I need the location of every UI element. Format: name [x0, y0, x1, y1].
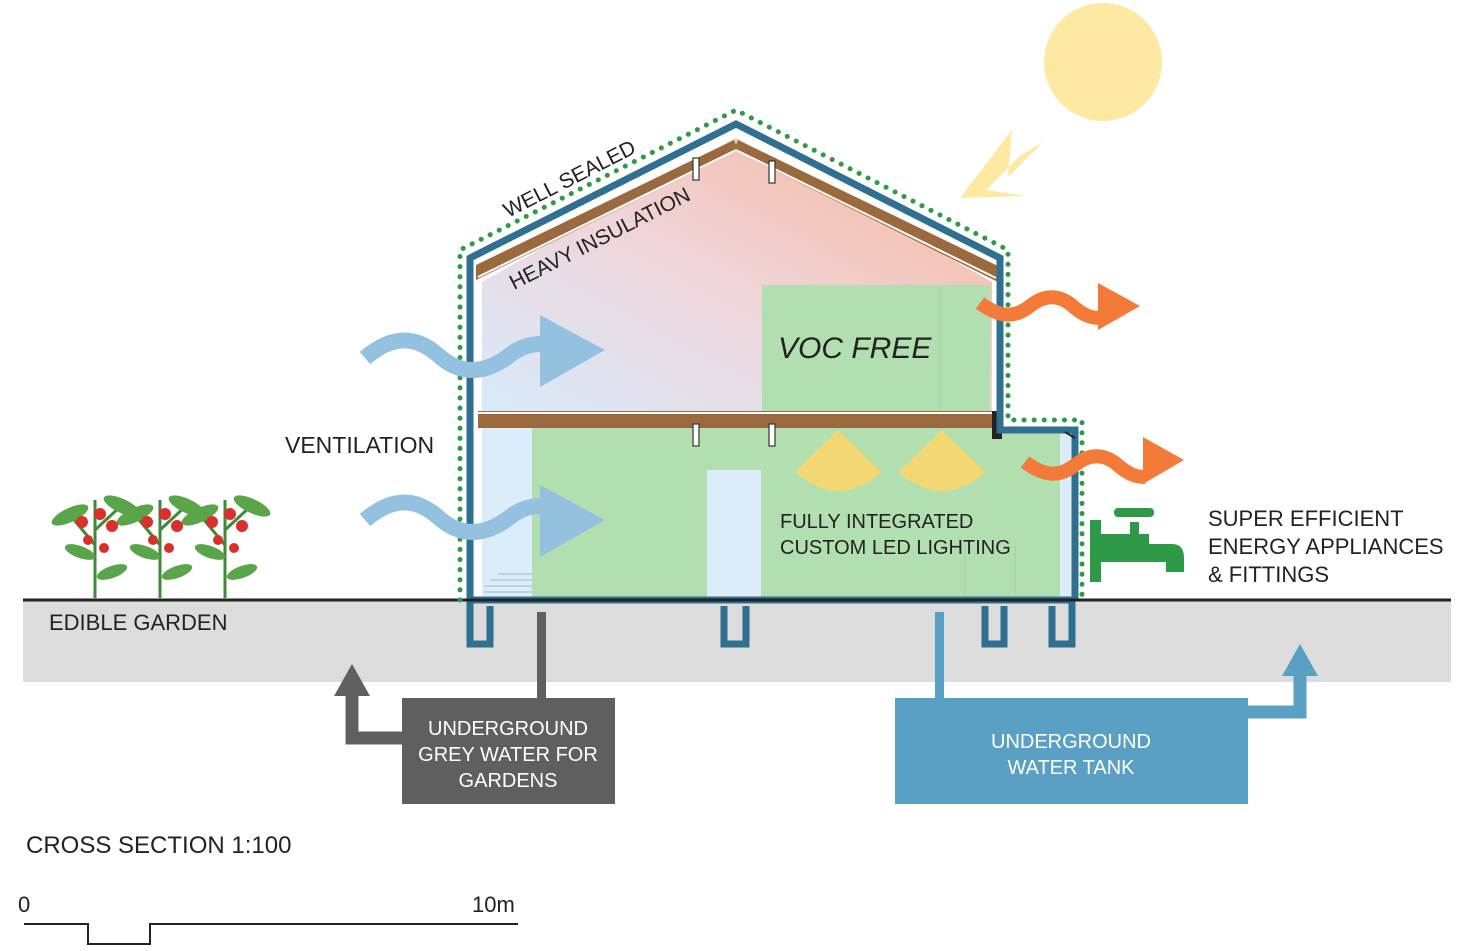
stairs — [484, 573, 532, 593]
voc-free-room — [762, 285, 990, 411]
led-light-cone-left — [795, 430, 882, 491]
ventilation-label: VENTILATION — [285, 432, 434, 458]
sunlight-arrow — [960, 130, 1043, 198]
scale-end-label: 10m — [472, 892, 515, 917]
voc-free-label: VOC FREE — [778, 332, 932, 365]
sun-icon — [1044, 3, 1162, 121]
led-light-cone-right — [898, 430, 986, 491]
water-tank-pipe — [935, 612, 944, 702]
heat-out-arrow-lower — [1020, 437, 1184, 484]
heat-out-arrow-upper — [975, 283, 1140, 330]
ceiling-hangers — [692, 157, 776, 447]
tomato-plant-icon — [51, 495, 271, 598]
grey-water-pipe — [537, 612, 546, 702]
building-structure — [466, 120, 1079, 600]
scale-start-label: 0 — [18, 892, 30, 917]
water-tank-label-line2: WATER TANK — [1007, 757, 1135, 779]
edible-garden-label: EDIBLE GARDEN — [49, 610, 228, 635]
section-title: CROSS SECTION 1:100 — [26, 832, 291, 859]
appliances-label-line3: & FITTINGS — [1208, 562, 1329, 587]
low-roof-detail — [1064, 431, 1076, 439]
appliances-label-line1: SUPER EFFICIENT — [1208, 506, 1404, 531]
grey-water-label-line3: GARDENS — [459, 770, 558, 792]
grey-water-label-line2: GREY WATER FOR — [418, 744, 598, 766]
water-tap-icon — [1090, 508, 1184, 582]
water-tank-label-line1: UNDERGROUND — [991, 731, 1151, 753]
water-tank-arrow — [1246, 672, 1307, 719]
grey-water-label-line1: UNDERGROUND — [428, 718, 588, 740]
water-tank-box — [895, 698, 1248, 804]
grey-water-arrow — [345, 690, 404, 745]
interior-door — [707, 470, 761, 600]
grey-water-box — [402, 698, 615, 804]
led-lighting-label-line1: FULLY INTEGRATED — [780, 511, 973, 533]
led-lighting-label-line2: CUSTOM LED LIGHTING — [780, 537, 1011, 559]
water-tank-arrowhead — [1282, 644, 1318, 676]
scale-bar — [24, 923, 518, 945]
appliances-label-line2: ENERGY APPLIANCES — [1208, 534, 1444, 559]
lower-room — [532, 428, 1060, 600]
floor-slab — [478, 411, 994, 428]
grey-water-arrowhead — [334, 664, 370, 696]
ventilation-arrow-upper — [359, 315, 605, 387]
ventilation-arrow-lower — [359, 485, 605, 557]
